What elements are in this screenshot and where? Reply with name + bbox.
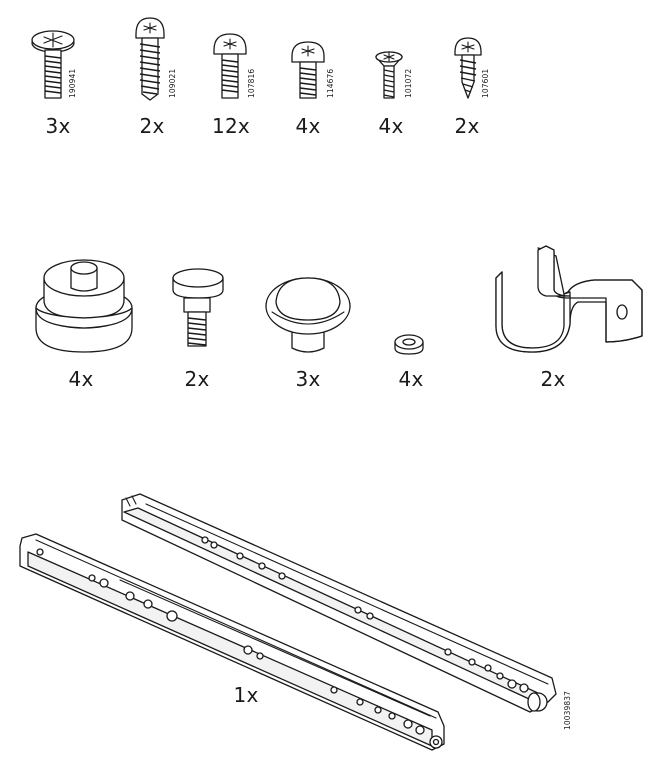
shelf-pin — [170, 266, 230, 358]
quantity-label: 4x — [68, 367, 94, 391]
screw-109021-icon — [135, 17, 165, 101]
screw-107601-icon — [454, 37, 482, 99]
quantity-label: 4x — [295, 114, 321, 138]
screw-107601 — [453, 36, 489, 102]
screw-107816 — [212, 32, 252, 104]
quantity-label: 4x — [378, 114, 404, 138]
washer-icon — [394, 334, 424, 355]
quantity-label: 2x — [454, 114, 480, 138]
knob-icon — [265, 277, 351, 353]
round-foot — [32, 248, 142, 358]
quantity-label: 2x — [184, 367, 210, 391]
screw-190941-icon — [31, 30, 75, 99]
quantity-label: 4x — [398, 367, 424, 391]
clamp-bracket-icon — [495, 245, 643, 353]
quantity-label: 2x — [540, 367, 566, 391]
screw-190941 — [30, 28, 80, 108]
screw-101072 — [374, 50, 410, 104]
quantity-label: 2x — [139, 114, 165, 138]
screw-107816-icon — [213, 33, 247, 99]
screw-109021 — [132, 14, 172, 104]
quantity-label: 1x — [233, 683, 259, 707]
part-code: 10039837 — [563, 691, 572, 730]
quantity-label: 3x — [295, 367, 321, 391]
knob — [264, 276, 356, 360]
washer — [393, 332, 429, 358]
quantity-label: 3x — [45, 114, 71, 138]
shelf-pin-icon — [172, 268, 224, 347]
clamp-bracket — [494, 244, 644, 356]
round-foot-icon — [35, 259, 133, 353]
screw-114676-icon — [291, 41, 325, 99]
quantity-label: 12x — [212, 114, 250, 138]
screw-114676 — [290, 40, 330, 104]
screw-101072-icon — [375, 51, 403, 99]
